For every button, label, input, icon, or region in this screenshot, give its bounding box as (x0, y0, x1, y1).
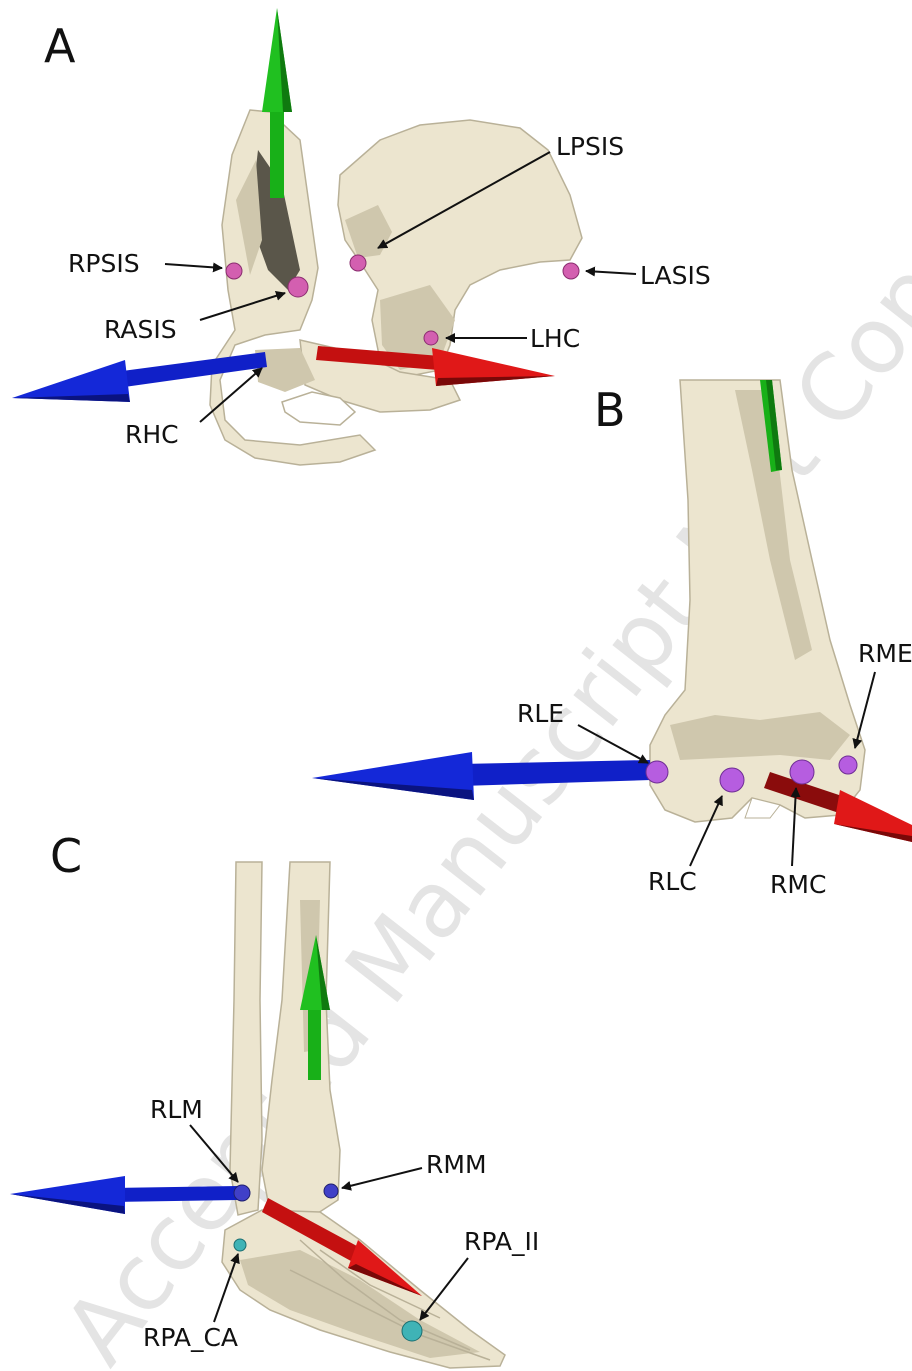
label-rme: RME (858, 639, 912, 668)
label-lpsis: LPSIS (556, 132, 624, 161)
rlc-marker (720, 768, 744, 792)
panel-c-label: C (50, 829, 82, 883)
label-rpsis: RPSIS (68, 249, 140, 278)
label-rhc: RHC (125, 420, 179, 449)
rlm-marker (234, 1185, 250, 1201)
lpsis-marker (350, 255, 366, 271)
rle-marker (646, 761, 668, 783)
label-rle: RLE (517, 699, 564, 728)
label-rasis: RASIS (104, 315, 177, 344)
rpsis-marker (226, 263, 242, 279)
rmc-marker (790, 760, 814, 784)
rpa-ca-marker (234, 1239, 246, 1251)
label-rlm: RLM (150, 1095, 203, 1124)
panel-b-label: B (594, 383, 626, 437)
label-rmm: RMM (426, 1150, 487, 1179)
rpa-ii-marker (402, 1321, 422, 1341)
label-rmc: RMC (770, 870, 826, 899)
lhc-marker (424, 331, 438, 345)
label-lhc: LHC (530, 324, 580, 353)
pelvis-z-axis (12, 352, 267, 402)
panel-a-label: A (44, 19, 76, 73)
label-rlc: RLC (648, 867, 697, 896)
label-rpa-ii: RPA_II (464, 1227, 539, 1256)
label-lasis: LASIS (640, 261, 711, 290)
label-rpa-ca: RPA_CA (143, 1323, 238, 1352)
lasis-marker (563, 263, 579, 279)
rasis-marker (288, 277, 308, 297)
rme-marker (839, 756, 857, 774)
pelvis-bone (210, 110, 582, 465)
rmm-marker (324, 1184, 338, 1198)
